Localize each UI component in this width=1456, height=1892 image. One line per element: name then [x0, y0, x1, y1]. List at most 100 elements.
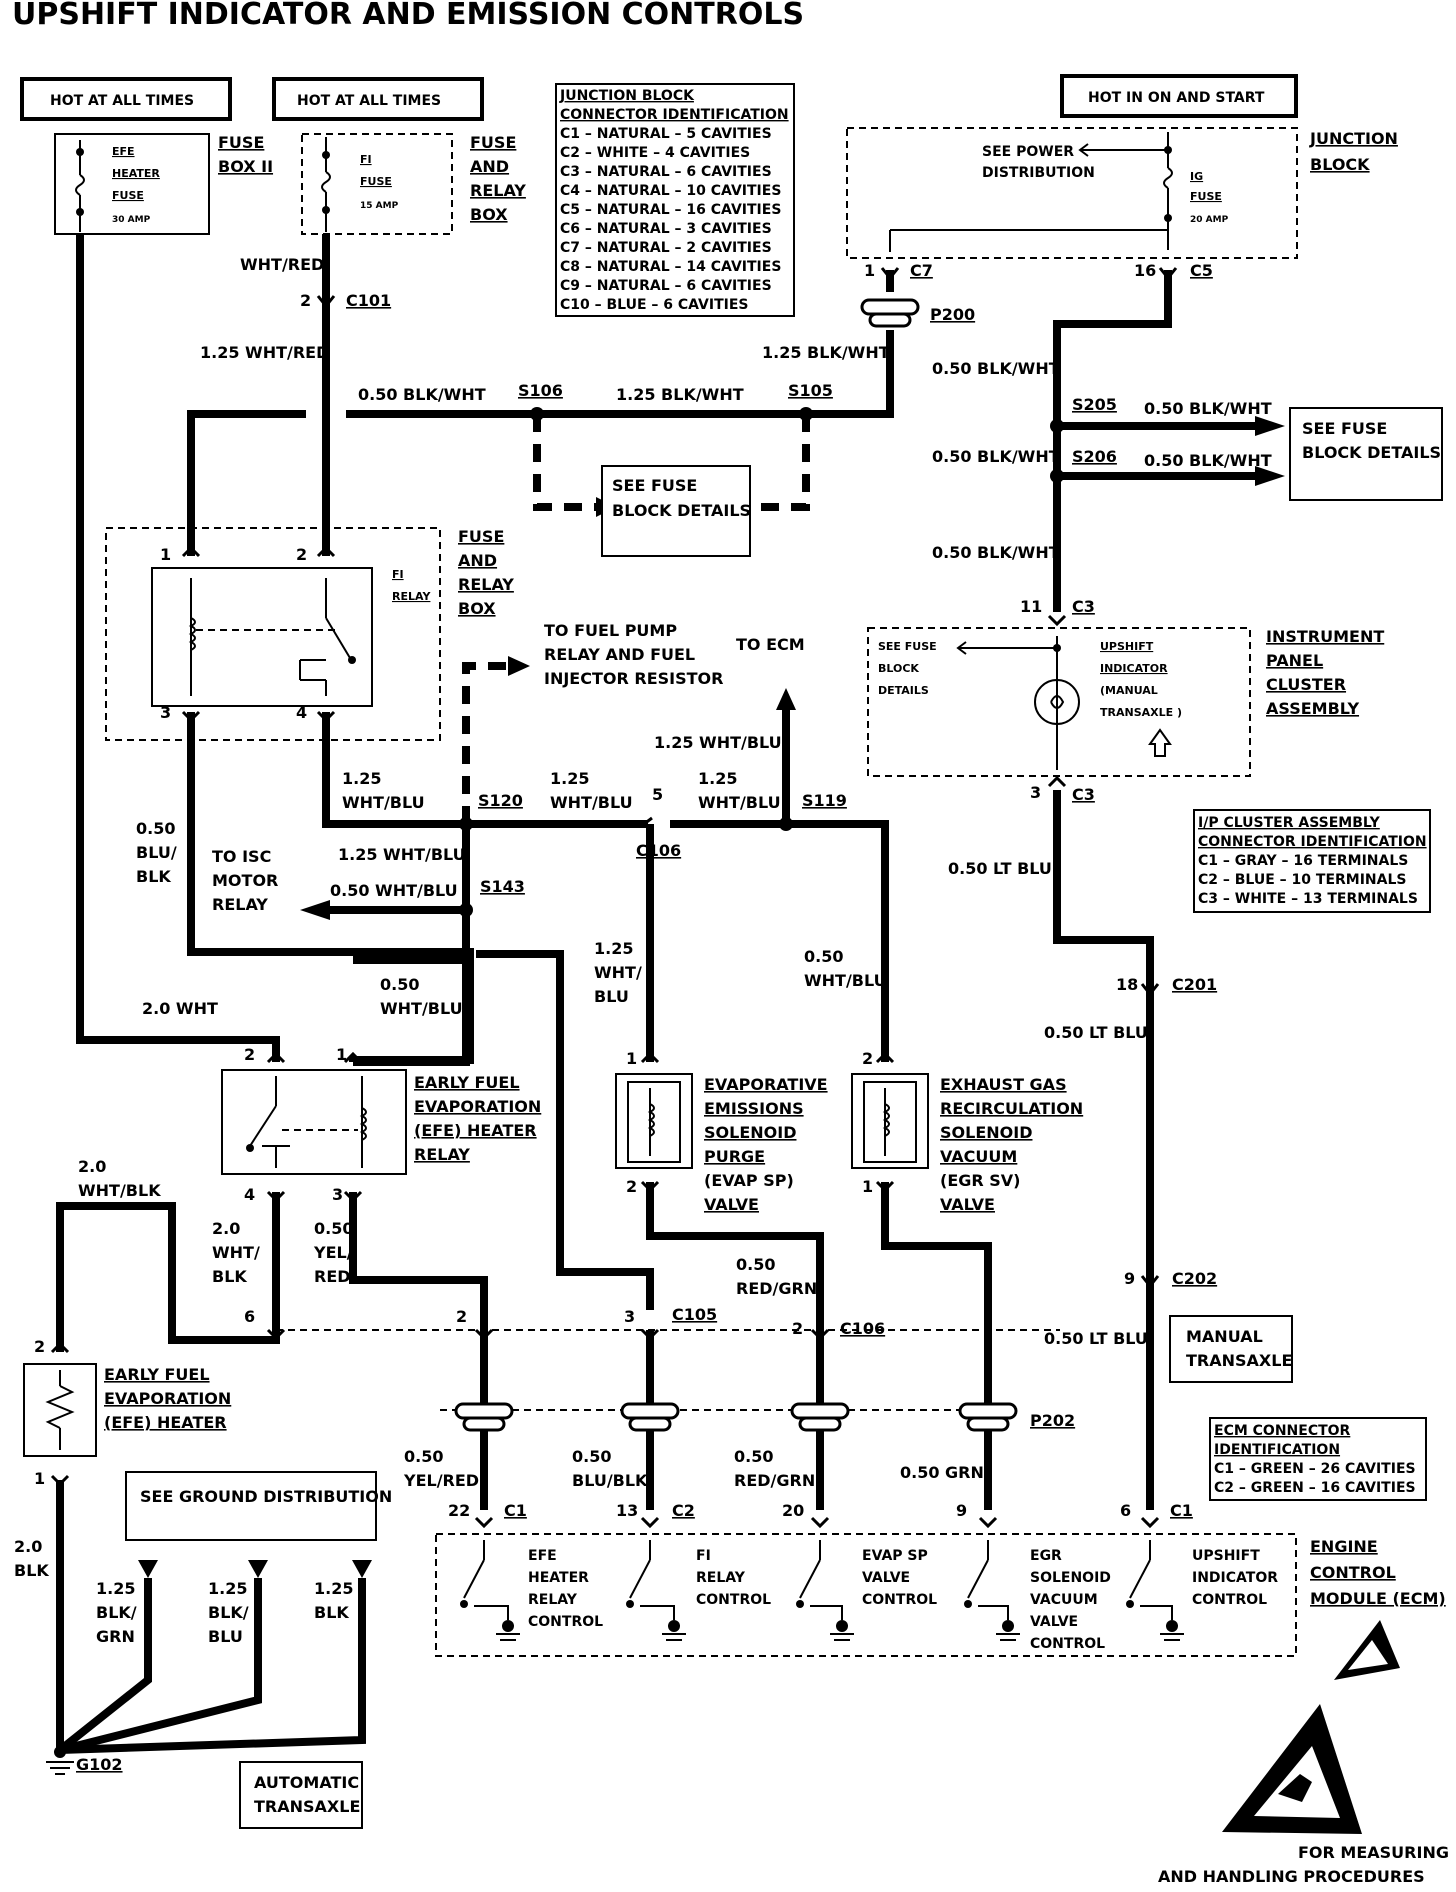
- svg-text:1: 1: [864, 261, 875, 280]
- svg-text:0.50: 0.50: [734, 1447, 773, 1466]
- svg-text:INSTRUMENT: INSTRUMENT: [1266, 627, 1384, 646]
- grommet-p200: [860, 298, 920, 328]
- svg-text:BLOCK: BLOCK: [878, 662, 919, 675]
- svg-text:SOLENOID: SOLENOID: [704, 1123, 796, 1142]
- svg-text:11: 11: [1020, 597, 1042, 616]
- wire-0-50-blk-wht-left: [187, 410, 306, 556]
- svg-text:2.0: 2.0: [212, 1219, 240, 1238]
- ecm-connector-id-table: ECM CONNECTOR IDENTIFICATION C1 – GREEN …: [1209, 1417, 1427, 1501]
- svg-text:1.25: 1.25: [314, 1579, 353, 1598]
- svg-text:HOT IN ON AND START: HOT IN ON AND START: [1088, 90, 1265, 106]
- svg-text:BLU: BLU: [208, 1627, 243, 1646]
- svg-text:DETAILS: DETAILS: [878, 684, 929, 697]
- svg-text:S143: S143: [480, 877, 525, 896]
- wire-0-50-wht-blu-egr: [786, 820, 889, 1062]
- svg-text:TRANSAXLE: TRANSAXLE: [254, 1797, 360, 1816]
- svg-text:S205: S205: [1072, 395, 1117, 414]
- svg-text:1.25: 1.25: [208, 1579, 247, 1598]
- svg-text:RELAY: RELAY: [470, 181, 526, 200]
- svg-text:BLK: BLK: [14, 1561, 49, 1580]
- svg-text:CONTROL: CONTROL: [1030, 1636, 1105, 1652]
- svg-text:AND: AND: [470, 157, 509, 176]
- svg-text:S206: S206: [1072, 447, 1117, 466]
- svg-text:0.50 LT BLU: 0.50 LT BLU: [948, 859, 1052, 878]
- connector-chevrons: [50, 267, 1178, 1529]
- svg-text:SOLENOID: SOLENOID: [1030, 1570, 1111, 1586]
- efe-heater: [23, 1363, 97, 1457]
- power-label-hot-at-all-times-1: HOT AT ALL TIMES: [20, 77, 232, 121]
- svg-text:GRN: GRN: [96, 1627, 135, 1646]
- svg-text:EGR: EGR: [1030, 1548, 1062, 1564]
- efe-heater-relay-label: EARLY FUEL EVAPORATION (EFE) HEATER RELA…: [414, 1073, 541, 1164]
- svg-text:BLK: BLK: [212, 1267, 247, 1286]
- svg-text:RED: RED: [314, 1267, 351, 1286]
- svg-text:CONTROL: CONTROL: [528, 1614, 603, 1630]
- svg-text:0.50 WHT/BLU: 0.50 WHT/BLU: [330, 881, 458, 900]
- svg-text:4: 4: [296, 703, 307, 722]
- svg-text:UPSHIFT: UPSHIFT: [1100, 640, 1154, 653]
- svg-text:RELAY: RELAY: [696, 1570, 746, 1586]
- egr-sv-valve: [851, 1073, 929, 1169]
- junction-block: SEE POWER DISTRIBUTION IG FUSE 20 AMP: [846, 127, 1298, 259]
- svg-text:30 AMP: 30 AMP: [112, 215, 151, 225]
- svg-text:TO ISC: TO ISC: [212, 847, 271, 866]
- svg-text:3: 3: [1030, 783, 1041, 802]
- ecm-switches: [460, 1540, 1184, 1641]
- svg-text:15 AMP: 15 AMP: [360, 201, 399, 211]
- svg-text:3: 3: [160, 703, 171, 722]
- svg-text:HOT AT ALL TIMES: HOT AT ALL TIMES: [297, 93, 441, 109]
- svg-text:C1: C1: [504, 1501, 527, 1520]
- svg-text:DISTRIBUTION: DISTRIBUTION: [982, 165, 1095, 181]
- wire-0-50-grn: [881, 1182, 992, 1510]
- svg-text:EXHAUST GAS: EXHAUST GAS: [940, 1075, 1067, 1094]
- junction-block-connector-id-table: JUNCTION BLOCK CONNECTOR IDENTIFICATION …: [555, 83, 795, 317]
- svg-text:FI: FI: [360, 153, 372, 166]
- svg-text:(EFE) HEATER: (EFE) HEATER: [414, 1121, 537, 1140]
- svg-text:VACUUM: VACUUM: [1030, 1592, 1098, 1608]
- svg-text:C201: C201: [1172, 975, 1217, 994]
- svg-text:EVAPORATIVE: EVAPORATIVE: [704, 1075, 828, 1094]
- svg-text:I/P CLUSTER ASSEMBLY: I/P CLUSTER ASSEMBLY: [1198, 815, 1381, 831]
- svg-text:2: 2: [34, 1337, 45, 1356]
- svg-text:C106: C106: [636, 841, 681, 860]
- svg-text:(EGR SV): (EGR SV): [940, 1171, 1020, 1190]
- svg-text:AUTOMATIC: AUTOMATIC: [254, 1773, 359, 1792]
- svg-text:9: 9: [956, 1501, 967, 1520]
- svg-text:CONNECTOR IDENTIFICATION: CONNECTOR IDENTIFICATION: [560, 107, 789, 123]
- svg-text:RED/GRN: RED/GRN: [736, 1279, 817, 1298]
- evap-sp-valve-label: EVAPORATIVE EMISSIONS SOLENOID PURGE (EV…: [704, 1075, 828, 1214]
- svg-text:SEE FUSE: SEE FUSE: [878, 640, 937, 653]
- svg-text:(MANUAL: (MANUAL: [1100, 684, 1158, 697]
- esd-caption: FOR MEASURING AND HANDLING PROCEDURES: [1158, 1843, 1449, 1886]
- efe-heater-fuse: EFE HEATER FUSE 30 AMP: [54, 133, 210, 235]
- svg-text:CONTROL: CONTROL: [696, 1592, 771, 1608]
- svg-text:0.50: 0.50: [736, 1255, 775, 1274]
- svg-text:WHT/RED: WHT/RED: [240, 255, 324, 274]
- svg-text:1: 1: [34, 1469, 45, 1488]
- svg-text:2.0: 2.0: [78, 1157, 106, 1176]
- svg-text:FUSE: FUSE: [360, 175, 392, 188]
- svg-text:G102: G102: [76, 1755, 123, 1774]
- svg-text:CONNECTOR IDENTIFICATION: CONNECTOR IDENTIFICATION: [1198, 834, 1427, 850]
- svg-text:CONTROL: CONTROL: [862, 1592, 937, 1608]
- wire-0-50-lt-blu: [1053, 790, 1154, 1510]
- efe-heater-label: EARLY FUEL EVAPORATION (EFE) HEATER: [104, 1365, 231, 1432]
- destination-labels: TO FUEL PUMP RELAY AND FUEL INJECTOR RES…: [212, 621, 805, 914]
- svg-text:1.25 WHT/BLU: 1.25 WHT/BLU: [338, 845, 466, 864]
- svg-text:0.50 BLK/WHT: 0.50 BLK/WHT: [932, 543, 1060, 562]
- svg-text:VALVE: VALVE: [1030, 1614, 1078, 1630]
- svg-text:SEE POWER: SEE POWER: [982, 144, 1074, 160]
- ecm-function-labels: EFE HEATER RELAY CONTROL FI RELAY CONTRO…: [528, 1548, 1278, 1652]
- svg-text:0.50 LT BLU: 0.50 LT BLU: [1044, 1023, 1148, 1042]
- engine-control-module: [435, 1533, 1297, 1657]
- svg-text:1.25: 1.25: [594, 939, 633, 958]
- svg-text:1.25 WHT/BLU: 1.25 WHT/BLU: [654, 733, 782, 752]
- svg-text:13: 13: [616, 1501, 638, 1520]
- svg-text:P200: P200: [930, 305, 975, 324]
- svg-text:ASSEMBLY: ASSEMBLY: [1266, 699, 1359, 718]
- efe-heater-relay: [221, 1069, 407, 1175]
- svg-text:VALVE: VALVE: [862, 1570, 910, 1586]
- svg-text:SEE GROUND DISTRIBUTION: SEE GROUND DISTRIBUTION: [140, 1487, 392, 1506]
- svg-text:1.25: 1.25: [698, 769, 737, 788]
- svg-text:TRANSAXLE ): TRANSAXLE ): [1100, 706, 1182, 719]
